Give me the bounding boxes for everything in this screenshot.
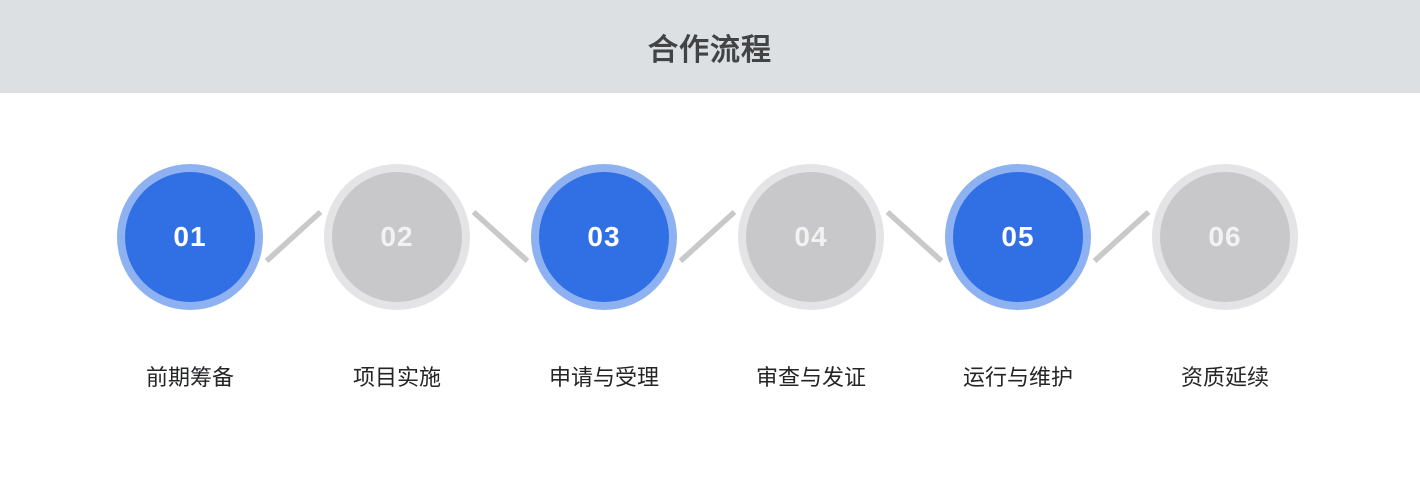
step-03-circle: 03	[531, 164, 677, 310]
step-01-circle: 01	[117, 164, 263, 310]
step-06: 06 资质延续	[1152, 164, 1298, 392]
step-label: 运行与维护	[962, 365, 1073, 390]
step-01-disc: 01	[125, 172, 255, 302]
step-04-disc: 04	[746, 172, 876, 302]
step-04: 04 审查与发证	[738, 164, 884, 392]
step-05: 05 运行与维护	[945, 164, 1091, 392]
step-label: 项目实施	[352, 365, 441, 390]
header-band: 合作流程	[0, 0, 1420, 93]
step-02-disc: 02	[332, 172, 462, 302]
step-06-disc: 06	[1160, 172, 1290, 302]
step-03-disc: 03	[539, 172, 669, 302]
connector-line-3	[678, 209, 737, 264]
step-03: 03 申请与受理	[531, 164, 677, 392]
step-06-circle: 06	[1152, 164, 1298, 310]
step-02-circle: 02	[324, 164, 470, 310]
connector-line-5	[1092, 209, 1151, 264]
step-number: 04	[794, 221, 828, 252]
step-04-circle: 04	[738, 164, 884, 310]
step-label: 资质延续	[1180, 365, 1269, 390]
connector-line-4	[885, 209, 944, 264]
step-05-disc: 05	[953, 172, 1083, 302]
step-number: 03	[587, 221, 621, 252]
step-label: 审查与发证	[755, 365, 866, 390]
step-number: 05	[1001, 221, 1035, 252]
connector-line-1	[264, 209, 323, 264]
step-number: 06	[1208, 221, 1242, 252]
step-02: 02 项目实施	[324, 164, 470, 392]
step-01: 01 前期筹备	[117, 164, 263, 392]
step-label: 申请与受理	[548, 365, 659, 390]
step-number: 02	[380, 221, 414, 252]
page-title: 合作流程	[648, 33, 772, 67]
connector-line-2	[471, 209, 530, 264]
step-05-circle: 05	[945, 164, 1091, 310]
step-number: 01	[173, 221, 207, 252]
step-label: 前期筹备	[145, 365, 234, 390]
